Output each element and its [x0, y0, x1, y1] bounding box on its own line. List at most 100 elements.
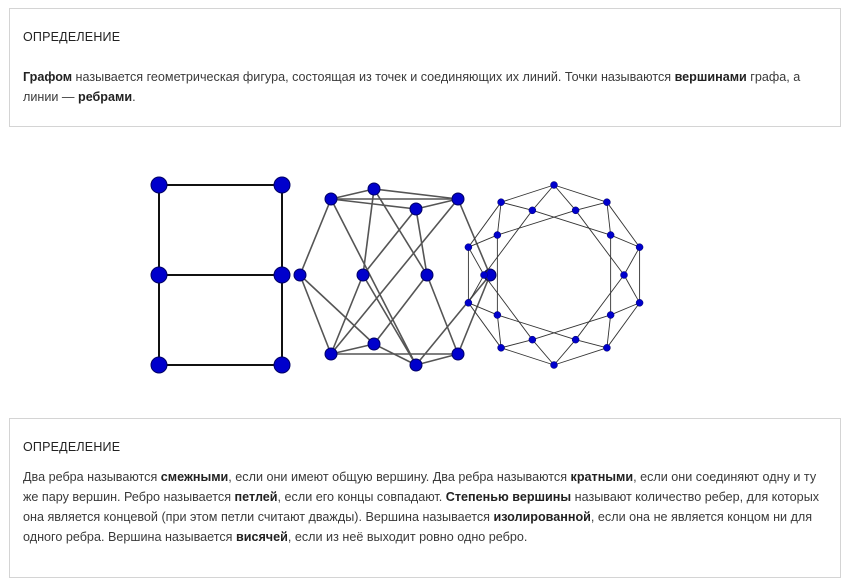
graph-edge [497, 314, 576, 341]
text-run: . [132, 90, 136, 104]
graph-edge [553, 184, 576, 211]
graph-edge [415, 208, 428, 276]
graph-edge [330, 198, 459, 355]
term: изолированной [493, 510, 591, 524]
graph-edge [496, 202, 502, 236]
graph-vertex [451, 192, 465, 206]
graph-edge [500, 201, 533, 211]
graph-edge [606, 314, 612, 348]
graph-vertex [451, 347, 465, 361]
text-run: , если они соединяют одну и ту же пару в… [23, 470, 817, 504]
graph-edge [610, 234, 640, 248]
graph-edge [330, 198, 417, 366]
graph-edge [330, 198, 417, 210]
graph-edge [483, 274, 533, 340]
graph-edge [606, 302, 640, 349]
text-run: графа, а линии — [23, 70, 801, 104]
graph-vertex [550, 361, 558, 369]
graph-edge [623, 246, 640, 276]
graph-vertex [635, 243, 644, 251]
graph-edge [610, 302, 640, 316]
graph-vertex [367, 337, 381, 351]
graph-dodecahedral-schlegel [464, 181, 644, 369]
definition-title: ОПРЕДЕЛЕНИЕ [23, 440, 121, 454]
graph-edge [415, 353, 459, 366]
graph-edge [373, 274, 428, 345]
graph-edge [575, 339, 608, 349]
term: смежными [160, 470, 229, 484]
term: вершинами [674, 70, 747, 84]
graph-edge [468, 302, 502, 349]
graph-vertex [497, 344, 505, 352]
term: кратными [570, 470, 634, 484]
text-run: называется геометрическая фигура, состоя… [72, 70, 675, 84]
term: Степенью вершины [445, 490, 572, 504]
graph-vertex [528, 335, 537, 344]
graph-vertex [150, 176, 168, 194]
graph-vertex [606, 231, 615, 239]
graph-edge [553, 339, 576, 366]
graph-edge [373, 188, 459, 200]
graph-grid-6-vertices [150, 176, 291, 374]
graph-edge [362, 274, 417, 366]
text-run: , если она не является концом ни для одн… [23, 510, 813, 544]
graph-vertex [603, 198, 611, 206]
definition-box-terms: ОПРЕДЕЛЕНИЕ Два ребра называются смежным… [9, 418, 841, 578]
graph-edge [299, 274, 375, 345]
graph-illustrations [150, 176, 644, 374]
graph-edge [468, 302, 498, 316]
graph-edge [330, 274, 364, 355]
graph-vertex [571, 206, 580, 215]
graph-edge [415, 198, 459, 210]
graph-edge [623, 274, 640, 304]
graph-edge [457, 198, 491, 276]
graph-edge [299, 198, 332, 276]
graph-vertex [493, 231, 502, 239]
graph-edge [496, 314, 502, 348]
definition-text: Два ребра называются смежными, если они … [23, 467, 828, 547]
graph-edge [468, 274, 485, 304]
graph-edge [532, 314, 611, 341]
graph-vertex [528, 206, 537, 215]
graph-vertex [150, 266, 168, 284]
graph-vertex [493, 311, 502, 319]
graph-edge [500, 347, 555, 366]
graph-edge [532, 209, 611, 236]
graph-vertex [293, 268, 307, 282]
graph-edge [553, 347, 608, 366]
graph-edge [330, 188, 375, 200]
graph-vertex [480, 271, 488, 279]
graph-edge [500, 184, 555, 203]
graph-vertex [273, 356, 291, 374]
definition-box-graph: ОПРЕДЕЛЕНИЕ Графом называется геометриче… [9, 8, 841, 127]
text-run: , если из неё выходит ровно одно ребро. [287, 530, 528, 544]
graph-edge [468, 246, 485, 276]
graph-vertex [571, 335, 580, 344]
graph-edge [575, 210, 625, 276]
graph-vertex [409, 358, 423, 372]
graph-petersen-like [293, 182, 497, 372]
graph-edge [532, 184, 555, 211]
graph-edge [606, 201, 640, 248]
text-run: , если его концы совпадают. [277, 490, 446, 504]
graph-edge [362, 188, 375, 276]
graph-vertex [464, 299, 473, 307]
graph-edge [468, 201, 502, 248]
graph-edge [426, 274, 459, 355]
graph-vertex [324, 192, 338, 206]
term: петлей [234, 490, 278, 504]
graph-vertex [620, 271, 628, 279]
definition-text: Графом называется геометрическая фигура,… [23, 67, 828, 107]
graph-vertex [497, 198, 505, 206]
graph-edge [457, 274, 491, 355]
text-run: , если они имеют общую вершину. Два ребр… [228, 470, 571, 484]
text-run: Два ребра называются [23, 470, 161, 484]
graph-vertex [273, 176, 291, 194]
graph-vertex [603, 344, 611, 352]
graph-edge [575, 274, 625, 340]
graph-edge [532, 339, 555, 366]
term: висячей [235, 530, 288, 544]
graph-edge [330, 343, 375, 355]
graph-vertex [420, 268, 434, 282]
graph-vertex [367, 182, 381, 196]
